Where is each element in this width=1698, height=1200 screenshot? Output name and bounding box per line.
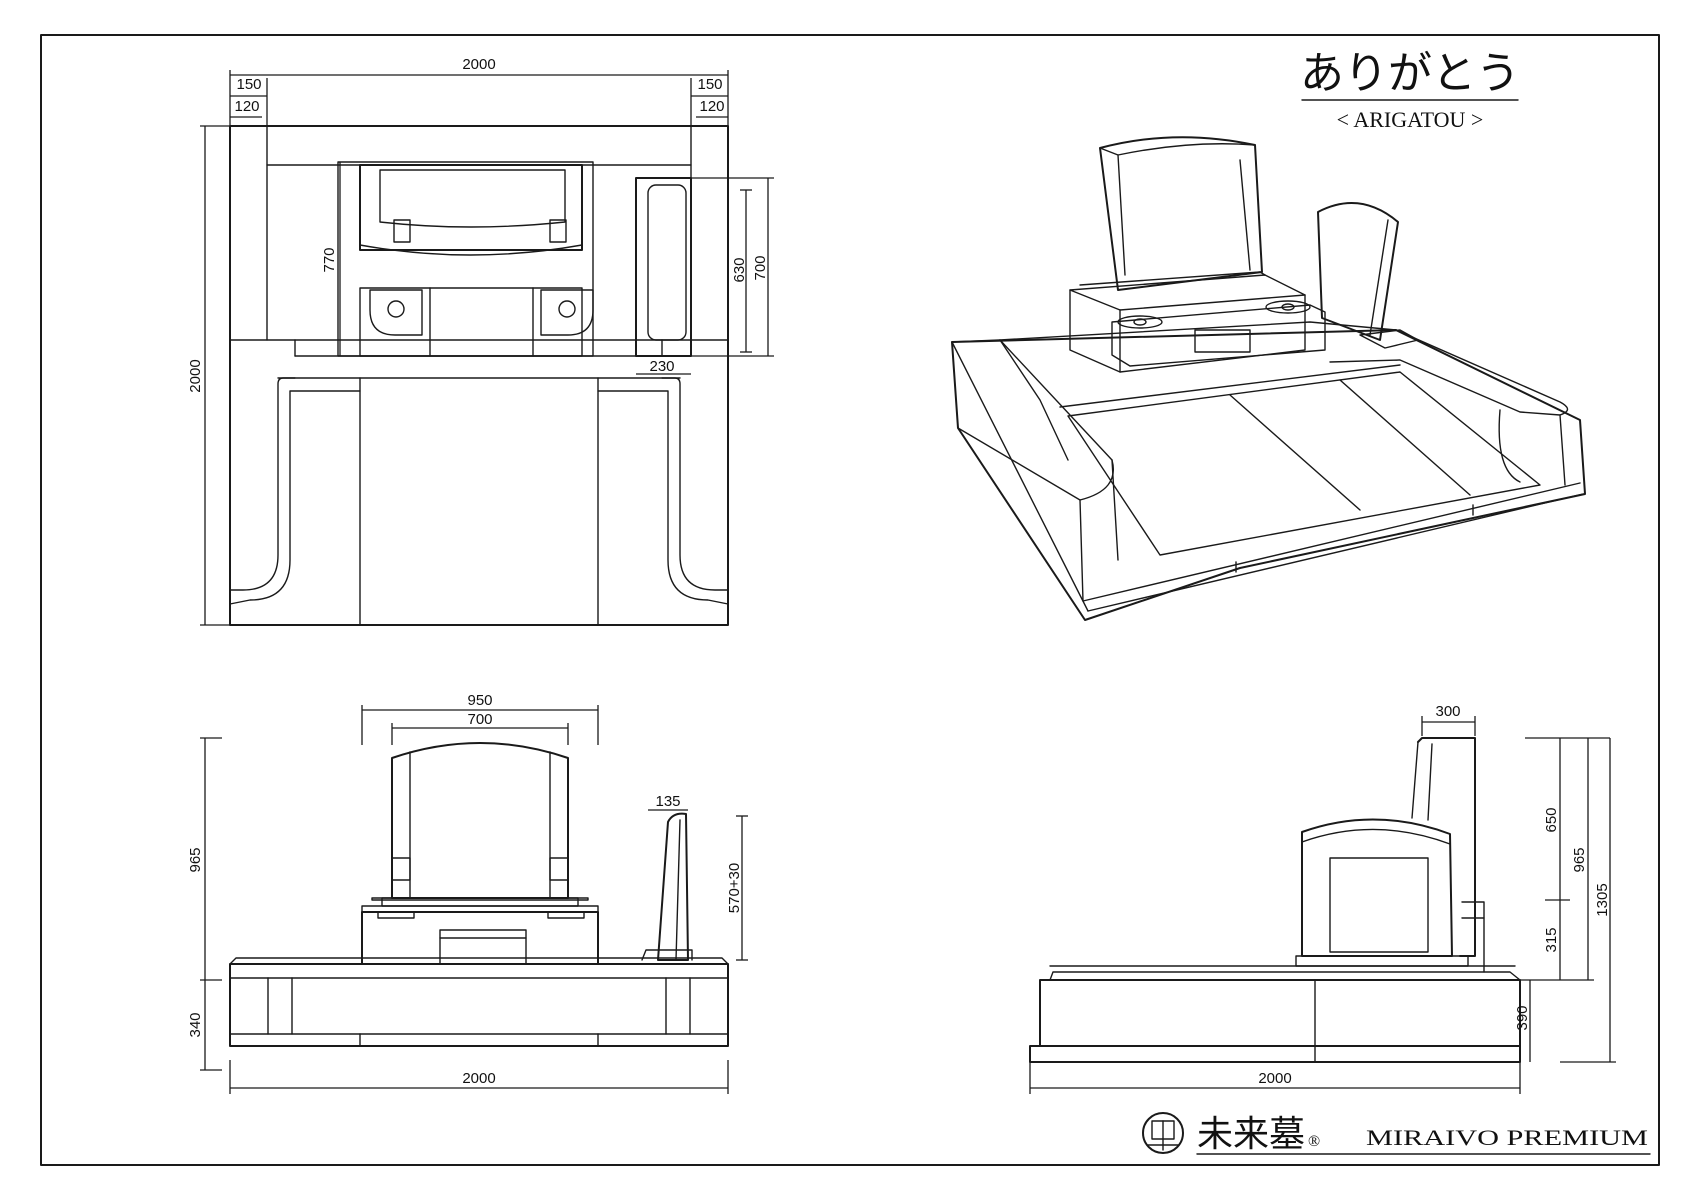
front-incense-box [439, 929, 527, 965]
side-dimensions: 300 650 965 1305 315 390 2000 [1029, 703, 1616, 1094]
iso-side-tablet [1317, 202, 1399, 341]
side-tablet-panel [1329, 857, 1429, 953]
side-view: 300 650 965 1305 315 390 2000 [1029, 703, 1616, 1094]
side-dim-monument-height: 965 [1571, 847, 1588, 872]
plan-edging-right [661, 377, 729, 591]
front-dim-base-height: 340 [187, 1012, 204, 1037]
front-side-tablet [657, 812, 689, 961]
iso-vase-left [1117, 315, 1163, 329]
plan-dim-height: 2000 [187, 359, 204, 392]
title-block: ありがとう < ARIGATOU > [1300, 48, 1520, 132]
plan-edging-left [229, 377, 296, 591]
brand-name-japanese: 未来墓 [1197, 1114, 1305, 1155]
plan-dim-right-inner: 120 [699, 98, 724, 115]
plan-incense-box [359, 287, 583, 357]
iso-base-outer [951, 329, 1586, 621]
brand-footer: 未来墓 ® MIRAIVO PREMIUM [1142, 1112, 1651, 1155]
plan-vase-left-hole [387, 300, 405, 318]
plan-view: 2000 150 120 150 120 2000 770 630 7 [187, 56, 774, 626]
plan-monument-tablet [359, 164, 583, 251]
side-base [1029, 1045, 1521, 1063]
front-dim-monument-height: 965 [187, 847, 204, 872]
sheet-border [40, 34, 1660, 1166]
plan-dim-side-width: 230 [649, 358, 674, 375]
plan-outer [229, 125, 729, 626]
side-dim-upper-height: 650 [1543, 807, 1560, 832]
brand-logo-icon [1142, 1112, 1184, 1154]
plan-edging-right-in [597, 390, 729, 605]
plan-dim-monument-depth: 770 [321, 247, 338, 272]
plan-dim-left-outer: 150 [236, 76, 261, 93]
plan-vase-left [369, 289, 423, 336]
brand-name-english: MIRAIVO PREMIUM [1366, 1125, 1648, 1150]
plan-side-tablet [635, 177, 692, 357]
plan-inner-frame [266, 125, 692, 166]
plan-dim-left-inner: 120 [234, 98, 259, 115]
plan-tablet-top [379, 169, 566, 228]
plan-dim-right-outer: 150 [697, 76, 722, 93]
side-dim-total-height: 1305 [1594, 883, 1611, 916]
front-dim-top-outer: 950 [467, 692, 492, 709]
plan-dimensions: 2000 150 120 150 120 2000 770 630 7 [187, 56, 774, 626]
plan-dim-side-outer: 700 [752, 255, 769, 280]
plan-dim-side-inner: 630 [731, 257, 748, 282]
side-dim-lower-height: 315 [1543, 927, 1560, 952]
front-dim-tablet-thickness: 135 [655, 793, 680, 810]
plan-dim-width: 2000 [462, 56, 495, 73]
plan-edging-left-in [229, 390, 361, 605]
front-dimensions: 950 700 135 570+30 965 340 2000 [187, 692, 748, 1094]
iso-left-wall [951, 339, 1114, 501]
front-dim-width: 2000 [462, 1070, 495, 1087]
iso-incense-box [1111, 304, 1326, 367]
side-dim-base-height: 390 [1514, 1005, 1531, 1030]
iso-floor [1067, 371, 1541, 556]
isometric-view [951, 136, 1586, 621]
plan-monument-base [337, 161, 594, 357]
front-main-tablet [391, 742, 569, 899]
iso-vase-right [1265, 300, 1311, 314]
iso-right-wall [1329, 329, 1569, 416]
brand-registered-mark: ® [1308, 1133, 1320, 1150]
plan-vase-right-hole [558, 300, 576, 318]
title-subtitle: < ARIGATOU > [1337, 107, 1484, 132]
side-dim-top-width: 300 [1435, 703, 1460, 720]
iso-monument-base [1069, 274, 1306, 373]
side-dim-width: 2000 [1258, 1070, 1291, 1087]
front-view: 950 700 135 570+30 965 340 2000 [187, 692, 748, 1094]
side-rear-tablet [1417, 737, 1476, 957]
side-main-tablet [1301, 818, 1453, 957]
title-japanese: ありがとう [1300, 48, 1520, 99]
front-dim-tablet-height: 570+30 [726, 863, 743, 913]
plan-vase-right [540, 289, 594, 336]
side-wall [1039, 979, 1521, 1047]
front-dim-top-inner: 700 [467, 711, 492, 728]
